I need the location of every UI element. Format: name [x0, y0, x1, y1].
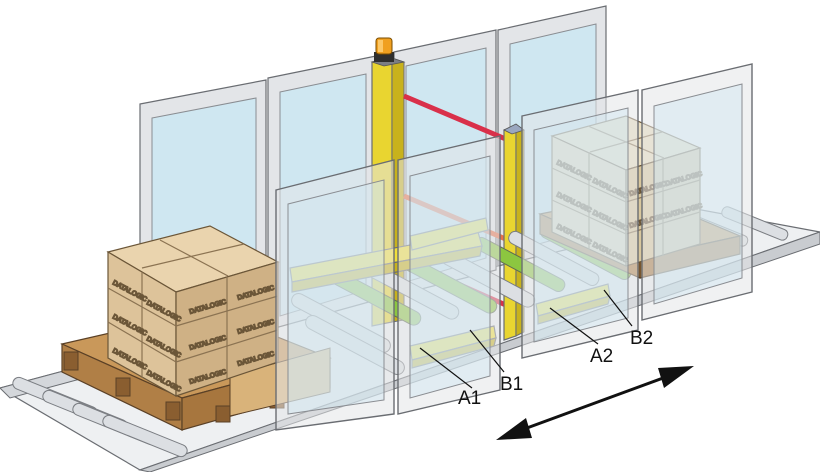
sensor-label-b1: B1 [500, 374, 523, 395]
sensor-label-a1: A1 [458, 388, 481, 409]
fence-panel [397, 135, 501, 415]
sensor-callouts [419, 289, 633, 389]
sensor-label-b2: B2 [630, 328, 653, 349]
sensor-label-a2: A2 [590, 346, 613, 367]
double-arrow-icon [496, 366, 694, 440]
beacon-icon [374, 37, 394, 62]
fence-panel [641, 63, 753, 321]
fence-panel [521, 89, 639, 359]
fence-panel [275, 159, 395, 431]
front-fence [275, 63, 753, 431]
boxes-left: DATALOGIC DATALOGIC DATALOGIC DATALOGIC … [106, 225, 280, 398]
